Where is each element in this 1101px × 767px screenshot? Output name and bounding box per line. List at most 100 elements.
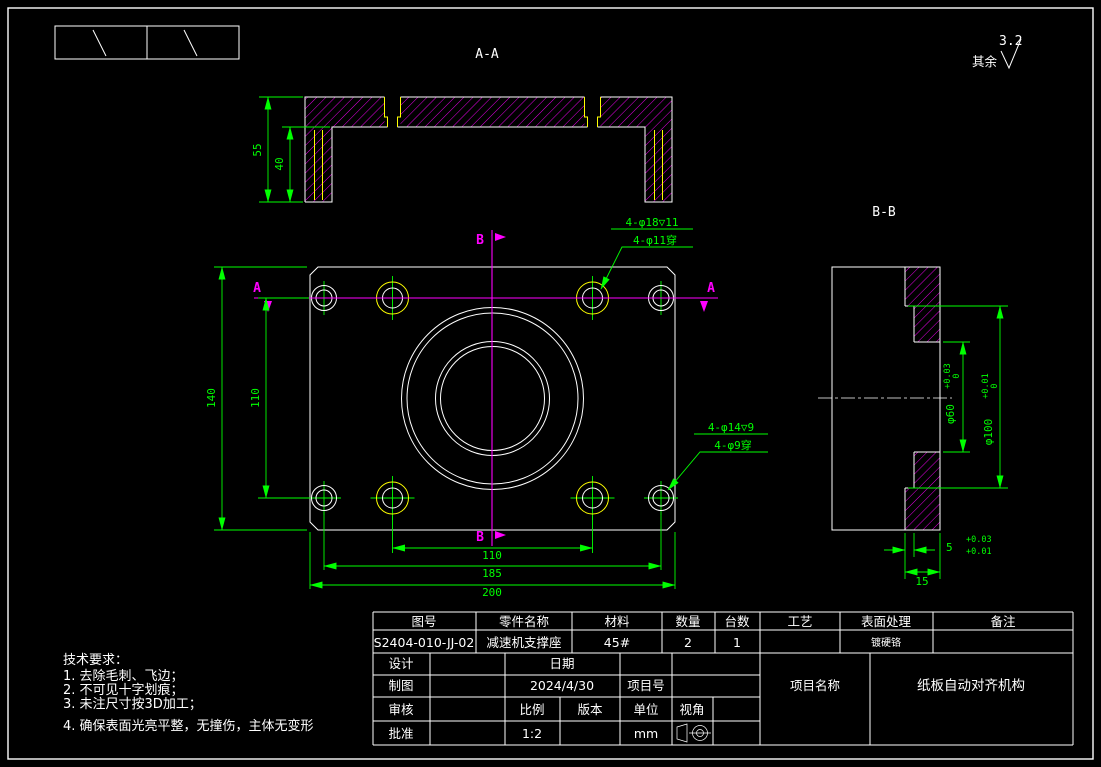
table-value-drawing-no: S2404-010-JJ-02 — [374, 635, 475, 650]
table-label-project-name: 项目名称 — [790, 678, 840, 693]
hole-note-18: 4-φ18▽11 4-φ11穿 — [600, 216, 693, 290]
note-cb18-text: 4-φ18▽11 — [626, 216, 679, 229]
section-letter-a-right: A — [707, 281, 715, 296]
dim-5-tol-up: +0.03 — [966, 535, 992, 545]
aa-hatch — [305, 97, 672, 202]
fold-marks — [54, 25, 240, 60]
aa-leg-hole-lines — [314, 130, 663, 200]
table-value-sets: 1 — [733, 635, 741, 650]
front-bottom-extension-lines — [309, 512, 676, 589]
table-header-qty: 数量 — [675, 614, 700, 629]
dim-d60-text: φ60 — [944, 404, 957, 424]
section-arrow-b-bottom — [495, 531, 506, 539]
section-bb-title: B-B — [872, 205, 896, 220]
section-line-b: B B — [476, 230, 506, 546]
surface-others-label: 其余 — [972, 54, 998, 69]
surface-roughness-value: 3.2 — [999, 34, 1022, 49]
table-value-part-name: 减速机支撑座 — [486, 635, 561, 650]
section-letter-a-left: A — [253, 281, 261, 296]
table-header-surface: 表面处理 — [861, 614, 912, 629]
view-section-bb: B-B φ60 +0.03 0 φ100 +0.01 0 5 +0.03 +0.… — [818, 205, 1008, 588]
tech-item-3: 3. 未注尺寸按3D加工； — [63, 697, 202, 712]
table-label-approve: 批准 — [388, 726, 413, 741]
table-header-drawing-no: 图号 — [411, 614, 436, 629]
bb-hatch-top — [905, 267, 940, 342]
bb-hatch-bottom — [905, 452, 940, 530]
table-header-remark: 备注 — [990, 614, 1016, 629]
front-outline — [309, 266, 676, 531]
dim-15-text: 15 — [915, 575, 928, 588]
table-header-material: 材料 — [604, 614, 630, 629]
fold-mark-box — [146, 25, 240, 60]
leader-14 — [667, 451, 768, 491]
dim-d60-tol-low: 0 — [952, 373, 962, 378]
bb-dimensions: φ60 +0.03 0 φ100 +0.01 0 5 +0.03 +0.01 1… — [884, 305, 1008, 588]
hatch-plate — [332, 97, 385, 127]
hatch-right-leg — [645, 97, 672, 202]
table-header-part-name: 零件名称 — [499, 614, 549, 629]
bolt-hole — [370, 476, 415, 520]
table-header-sets: 台数 — [724, 614, 750, 629]
view-section-aa: 55 40 — [251, 96, 673, 203]
note-cb14-text: 4-φ14▽9 — [708, 421, 754, 434]
corner-hole — [307, 481, 341, 515]
table-value-qty: 2 — [684, 635, 692, 650]
table-value-scale: 1:2 — [522, 726, 542, 741]
surface-finish-icon — [1000, 38, 1022, 70]
hole-note-14: 4-φ14▽9 4-φ9穿 — [667, 421, 768, 491]
front-left-dimensions: 140 110 — [205, 266, 309, 531]
table-value-date: 2024/4/30 — [530, 678, 594, 693]
dim-d100-tol-up: +0.01 — [981, 373, 991, 399]
dim-d60-tol-up: +0.03 — [943, 363, 953, 389]
dim-5-tol-low: +0.01 — [966, 547, 992, 557]
border-frame — [7, 7, 1094, 760]
sheet-border — [7, 7, 1094, 760]
dim-110-left-text: 110 — [249, 388, 262, 408]
dim-d100-tol-low: 0 — [990, 383, 1000, 388]
view-front: A A B B 140 110 110 185 200 4-φ18▽11 4-φ… — [205, 216, 768, 599]
dim-200-text: 200 — [482, 586, 502, 599]
bolt-hole — [570, 476, 615, 520]
aa-counterbore-profiles — [384, 97, 601, 127]
tech-item-1: 1. 去除毛刺、飞边； — [63, 669, 184, 684]
dim-110-bottom-text: 110 — [482, 549, 502, 562]
table-label-date: 日期 — [549, 656, 574, 671]
table-value-surface: 镀硬铬 — [871, 636, 901, 649]
section-letter-b-top: B — [476, 233, 484, 248]
section-line-a: A A — [253, 281, 718, 312]
table-value-project-name: 纸板自动对齐机构 — [917, 678, 1025, 694]
title-block-grid — [372, 611, 1074, 746]
hatch-plate — [600, 97, 645, 127]
table-label-unit: 单位 — [633, 702, 658, 717]
hatch-left-leg — [305, 97, 332, 202]
first-angle-projection-icon — [676, 723, 711, 743]
table-value-material: 45# — [604, 635, 630, 650]
note-th9-text: 4-φ9穿 — [714, 438, 752, 452]
surface-roughness-note: 其余 3.2 — [972, 34, 1022, 70]
tech-title: 技术要求： — [63, 653, 128, 668]
table-header-process: 工艺 — [787, 614, 812, 629]
fold-mark-slash — [92, 29, 198, 57]
table-label-draft: 制图 — [388, 678, 413, 693]
aa-dimensions: 55 40 — [251, 96, 330, 203]
section-arrow-b-top — [495, 233, 506, 241]
front-bottom-dimensions: 110 185 200 — [309, 512, 676, 599]
hatch-plate — [400, 97, 585, 127]
tech-item-4: 4. 确保表面光亮平整，无撞伤，主体无变形 — [63, 718, 314, 734]
section-arrow-a-left — [264, 301, 272, 312]
table-label-view-angle: 视角 — [679, 702, 704, 717]
dim-5-text: 5 — [946, 541, 953, 554]
leader-18 — [600, 246, 693, 290]
table-label-review: 审核 — [388, 702, 414, 717]
front-left-extension-lines — [214, 266, 309, 531]
note-th11-text: 4-φ11穿 — [633, 233, 677, 247]
table-label-design: 设计 — [388, 656, 413, 671]
section-arrow-a-right — [700, 301, 708, 312]
dim-140-text: 140 — [205, 388, 218, 408]
tech-item-2: 2. 不可见十字划痕； — [63, 682, 184, 698]
table-label-project-no: 项目号 — [627, 678, 665, 693]
fold-mark-box — [54, 25, 148, 60]
table-value-unit: mm — [634, 726, 658, 741]
